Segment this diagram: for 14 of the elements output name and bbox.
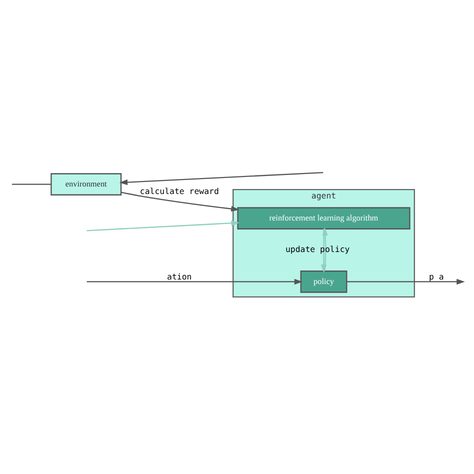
edge-label: ation [166, 271, 192, 282]
edge-label: p a [428, 271, 444, 282]
edge-label: calculate reward [139, 186, 218, 196]
arrow [346, 278, 464, 285]
connector [11, 184, 51, 185]
arrow [86, 220, 239, 232]
node-box: reinforcement learning algorithm [236, 207, 410, 230]
arrow [118, 172, 323, 186]
node-box: policy [300, 270, 347, 293]
edge-label: update policy [284, 244, 350, 254]
arrow [86, 278, 302, 285]
arrow [120, 192, 239, 212]
arrow [320, 228, 326, 273]
node-box: environment [50, 173, 122, 196]
